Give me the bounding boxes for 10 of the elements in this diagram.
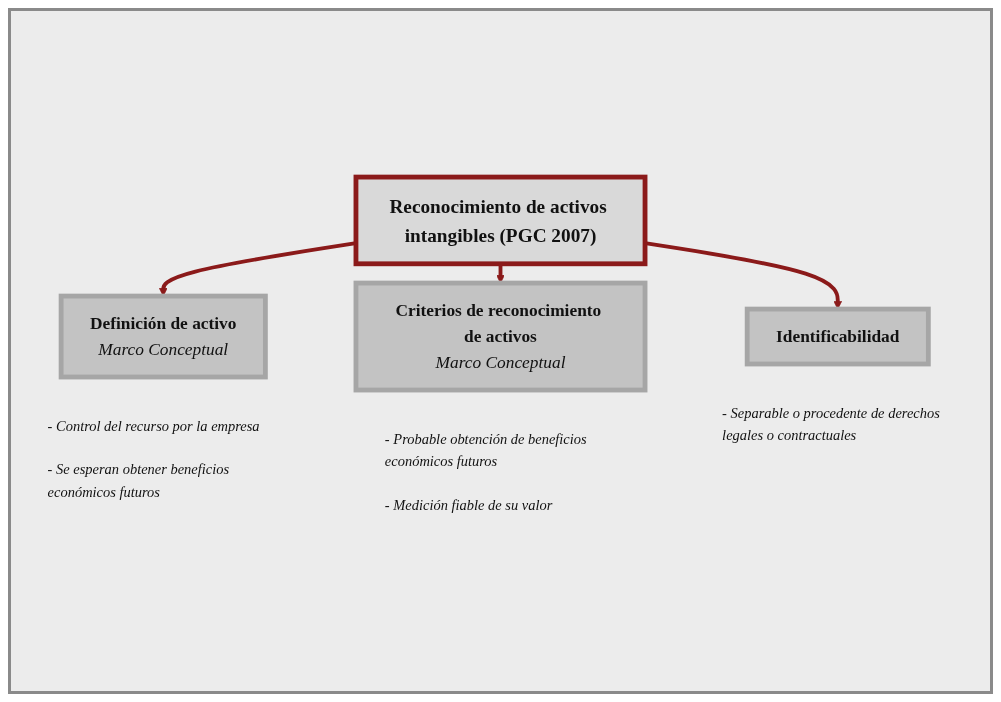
node-box (353, 280, 648, 393)
node-label: - Control del recurso por la empresa (47, 418, 260, 434)
node-box (353, 174, 648, 267)
node-label: - Se esperan obtener beneficios económicos futuros (47, 461, 230, 499)
node-box (744, 306, 931, 367)
node-label: - Probable obtención de beneficios económicos futuros (384, 431, 587, 469)
diagram-panel: Reconocimiento de activos intangibles (PGC 2007) Definición de activo Marco Conceptual Criterios de reconocimiento de activos Marco Conceptual Identificabilidad - Control del recurso por la empresa - Se esperan obtener beneficios económicos futuros - Probable obtención de beneficios económicos futuros - Medición fiable de su valor - Separable o procedente de derechos legales o contractuales (8, 8, 993, 694)
node-box (58, 293, 268, 380)
node-label: - Medición fiable de su valor (384, 496, 553, 512)
node-label: - Separable o procedente de derechos legales o contractuales (722, 405, 940, 443)
